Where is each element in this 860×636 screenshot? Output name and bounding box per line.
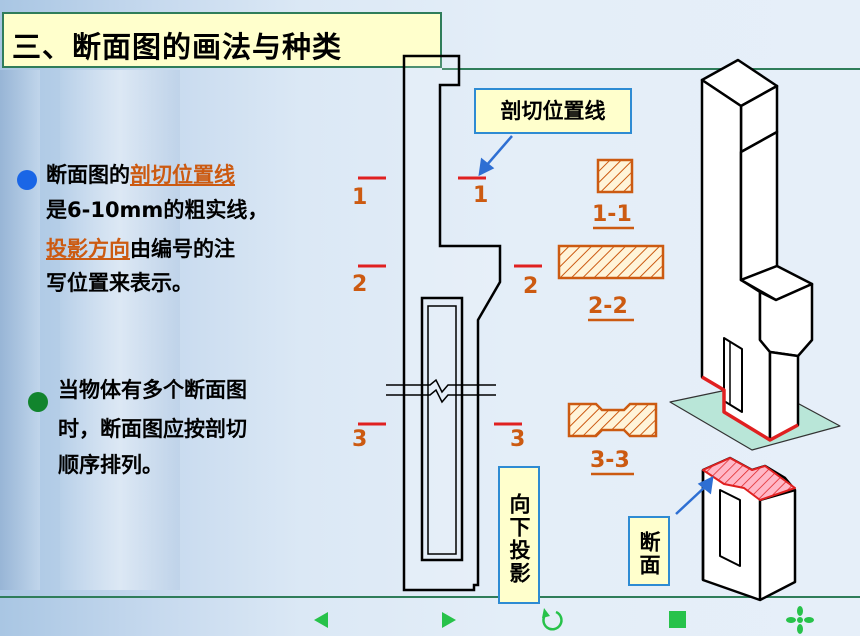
bullet1-line4: 写位置来表示。 <box>46 271 193 295</box>
nav-bar <box>314 606 814 634</box>
column-decoration <box>0 70 40 590</box>
bullet1-text-a: 断面图的 <box>46 163 130 187</box>
isometric-object <box>669 58 841 602</box>
next-button[interactable] <box>436 606 460 632</box>
column-decoration <box>60 70 180 590</box>
return-button[interactable] <box>538 604 564 632</box>
cut-line-link[interactable]: 剖切位置线 <box>130 163 235 187</box>
label-2-left: 2 <box>352 272 368 297</box>
cut-position-lines <box>358 176 542 426</box>
label-2-right: 2 <box>523 274 539 299</box>
bullet2-line1: 当物体有多个断面图 <box>58 378 247 402</box>
section-2-shape <box>557 244 665 280</box>
bullet1-line3: 投影方向由编号的注 <box>46 234 235 264</box>
section-2-label: 2-2 <box>588 294 628 319</box>
bullet-green-icon <box>28 392 48 412</box>
cut-line-arrow <box>478 135 513 177</box>
front-view <box>386 54 502 592</box>
bullet2-line3: 顺序排列。 <box>58 453 163 477</box>
bottom-rule <box>0 596 860 598</box>
stop-button[interactable] <box>666 608 690 632</box>
label-1-left: 1 <box>352 185 368 210</box>
section-callout: 断面 <box>628 516 670 586</box>
title-rule <box>442 68 860 70</box>
section-3-label: 3-3 <box>590 448 630 473</box>
return-icon <box>542 610 563 631</box>
title-box: 三、断面图的画法与种类 <box>2 12 442 68</box>
bullet2-line2: 时，断面图应按剖切 <box>58 417 247 441</box>
projection-callout: 向下投影 <box>498 466 540 604</box>
label-3-left: 3 <box>352 427 368 452</box>
menu-icon <box>786 606 814 634</box>
bullet1-line2: 是6-10mm的粗实线， <box>46 198 269 222</box>
prev-icon <box>314 612 328 628</box>
section-1-label: 1-1 <box>592 202 632 227</box>
cut-line-callout: 剖切位置线 <box>474 88 632 134</box>
label-3-right: 3 <box>510 427 526 452</box>
menu-button[interactable] <box>786 604 814 634</box>
section-3-shape <box>567 402 658 438</box>
section-1-shape <box>596 158 634 194</box>
bullet1-line1: 断面图的剖切位置线 <box>46 160 235 190</box>
prev-button[interactable] <box>310 606 334 632</box>
section-arrow <box>675 475 714 515</box>
stop-icon <box>669 611 686 628</box>
projection-direction-link[interactable]: 投影方向 <box>46 237 130 261</box>
page-title: 三、断面图的画法与种类 <box>12 30 343 64</box>
next-icon <box>442 612 456 628</box>
label-1-right: 1 <box>473 183 489 208</box>
bullet-blue-icon <box>17 170 37 190</box>
bullet1-text-b: 由编号的注 <box>130 237 235 261</box>
